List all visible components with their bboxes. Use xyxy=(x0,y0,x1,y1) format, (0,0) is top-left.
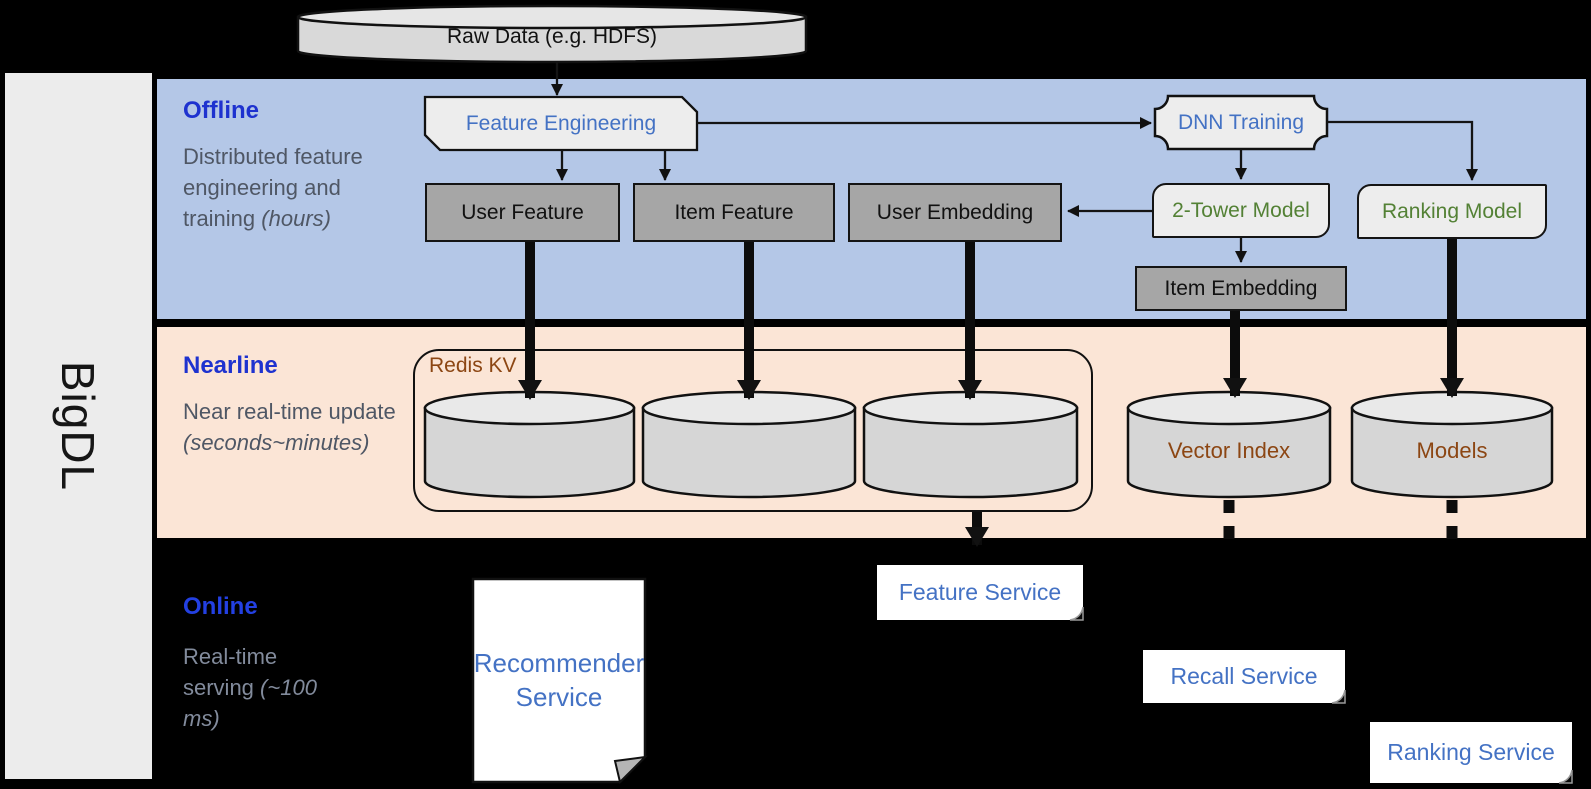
ranking-service-label: Ranking Service xyxy=(1387,739,1555,765)
raw-data-cylinder xyxy=(296,4,808,64)
nearline-lane-description: Near real-time update (seconds~minutes) xyxy=(183,396,398,458)
user-embedding-node: User Embedding xyxy=(848,183,1062,242)
item-feature-node: Item Feature xyxy=(633,183,835,242)
recommender-service-document xyxy=(471,577,648,784)
item-embedding-label: Item Embedding xyxy=(1164,276,1318,300)
online-lane-title: Online xyxy=(183,593,258,620)
user-embedding-label: User Embedding xyxy=(876,200,1034,224)
feature-service-node: Feature Service xyxy=(877,565,1083,620)
nearline-description-note: (seconds~minutes) xyxy=(183,430,370,456)
two-tower-model-label: 2-Tower Model xyxy=(1172,198,1310,222)
two-tower-model-node: 2-Tower Model xyxy=(1152,183,1330,238)
bigdl-sidebar: BigDL xyxy=(5,73,152,779)
recall-service-label: Recall Service xyxy=(1170,663,1318,689)
item-feature-label: Item Feature xyxy=(674,200,794,224)
recommender-service-label: Recommender Service xyxy=(473,647,645,712)
online-description-text: Real-time serving xyxy=(183,644,278,701)
item-embedding-node: Item Embedding xyxy=(1135,266,1347,311)
user-feature-label: User Feature xyxy=(461,200,584,224)
offline-lane-description: Distributed feature engineering and trai… xyxy=(183,141,378,235)
online-description-note: (~100 ms) xyxy=(183,675,317,732)
offline-description-note: (hours) xyxy=(261,206,331,232)
recall-service-node: Recall Service xyxy=(1143,650,1345,703)
ranking-model-node: Ranking Model xyxy=(1357,184,1547,239)
bigdl-vertical-title: BigDL xyxy=(52,360,105,492)
document-folded-corner-icon xyxy=(613,755,648,784)
raw-data-label: Raw Data (e.g. HDFS) xyxy=(446,25,658,48)
redis-kv-label: Redis KV xyxy=(429,354,517,377)
ranking-model-label: Ranking Model xyxy=(1381,199,1523,223)
online-lane-description: Real-time serving (~100 ms) xyxy=(183,641,323,735)
offline-description-text: Distributed feature engineering and trai… xyxy=(183,144,363,232)
offline-lane-title: Offline xyxy=(183,97,259,124)
user-feature-node: User Feature xyxy=(425,183,620,242)
nearline-lane-title: Nearline xyxy=(183,352,278,379)
ranking-service-node: Ranking Service xyxy=(1370,722,1572,783)
feature-service-label: Feature Service xyxy=(898,579,1062,605)
nearline-description-text: Near real-time update xyxy=(183,399,396,424)
